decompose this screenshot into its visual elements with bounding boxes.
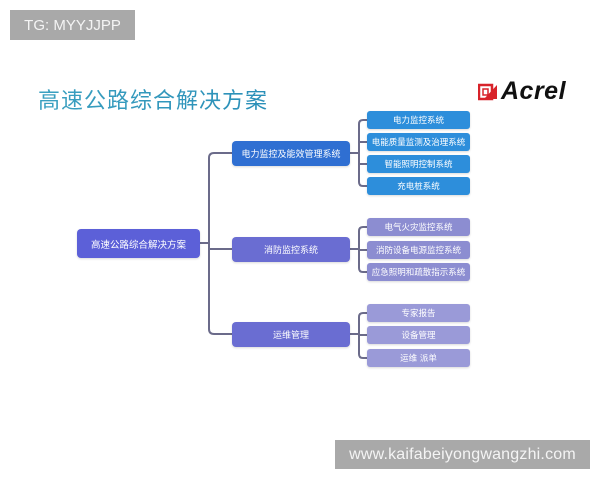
branch-power-monitoring[interactable]: 电力监控及能效管理系统 [232,141,350,166]
leaf-emergency-lighting-system[interactable]: 应急照明和疏散指示系统 [367,263,470,281]
leaf-power-quality-system[interactable]: 电能质量监测及治理系统 [367,133,470,151]
leaf-electrical-fire-system[interactable]: 电气火灾监控系统 [367,218,470,236]
leaf-work-order-dispatch[interactable]: 运维 派单 [367,349,470,367]
watermark-top: TG: MYYJJPP [10,10,135,40]
acrel-logo-icon [477,82,498,102]
leaf-expert-report[interactable]: 专家报告 [367,304,470,322]
acrel-logo: Acrel [477,77,567,105]
branch-fire-monitoring[interactable]: 消防监控系统 [232,237,350,262]
page-title: 高速公路综合解决方案 [38,83,268,115]
leaf-smart-lighting-system[interactable]: 智能照明控制系统 [367,155,470,173]
leaf-charging-pile-system[interactable]: 充电桩系统 [367,177,470,195]
leaf-fire-equipment-power-system[interactable]: 消防设备电源监控系统 [367,241,470,259]
leaf-equipment-management[interactable]: 设备管理 [367,326,470,344]
root-node[interactable]: 高速公路综合解决方案 [77,229,200,258]
branch-operations[interactable]: 运维管理 [232,322,350,347]
leaf-power-monitoring-system[interactable]: 电力监控系统 [367,111,470,129]
acrel-logo-text: Acrel [501,77,567,105]
watermark-bottom: www.kaifabeiyongwangzhi.com [335,440,590,469]
